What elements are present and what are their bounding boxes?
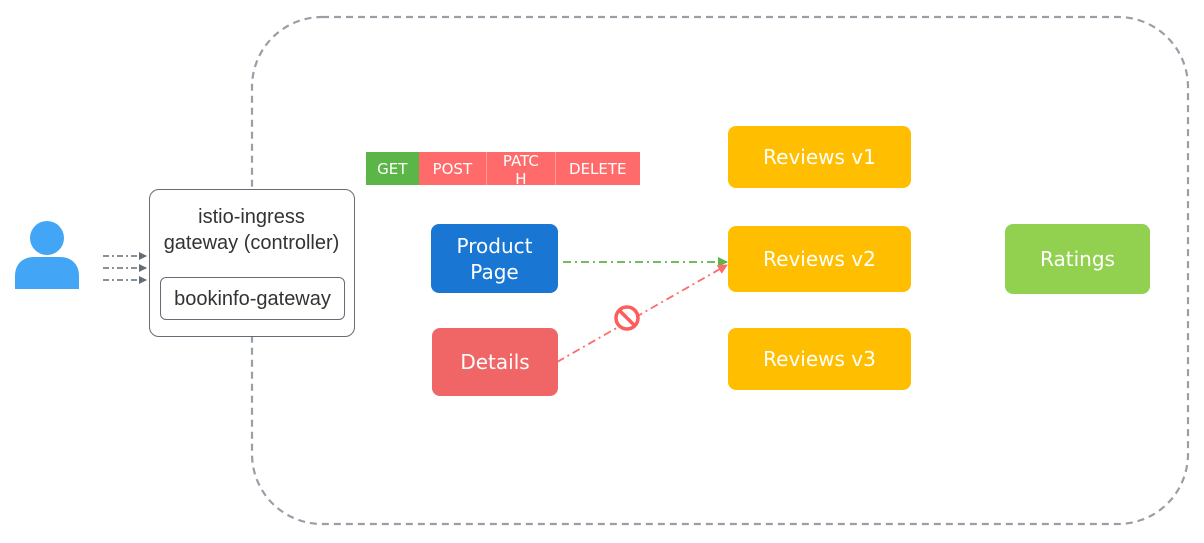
http-methods-bar: GET POST PATC H DELETE [366,152,640,185]
method-get: GET [366,152,419,185]
productpage-service: Product Page [431,224,558,293]
reviews-v1-service: Reviews v1 [728,126,911,188]
user-icon [15,221,79,289]
ingress-gateway-box: istio-ingress gateway (controller) booki… [149,189,355,337]
details-service: Details [432,328,558,396]
details-to-reviews-v2-edge [556,264,728,363]
method-delete: DELETE [555,152,640,185]
ingress-gateway-title: istio-ingress gateway (controller) [163,206,340,254]
reviews-v2-service: Reviews v2 [728,226,911,292]
reviews-v3-service: Reviews v3 [728,328,911,390]
method-patch: PATC H [487,152,556,185]
forbidden-icon [614,305,640,331]
user-to-gateway-arrows [103,252,147,284]
method-post: POST [418,152,488,185]
bookinfo-gateway-box: bookinfo-gateway [160,277,345,320]
ratings-service: Ratings [1005,224,1150,294]
mesh-boundary [250,15,1190,526]
